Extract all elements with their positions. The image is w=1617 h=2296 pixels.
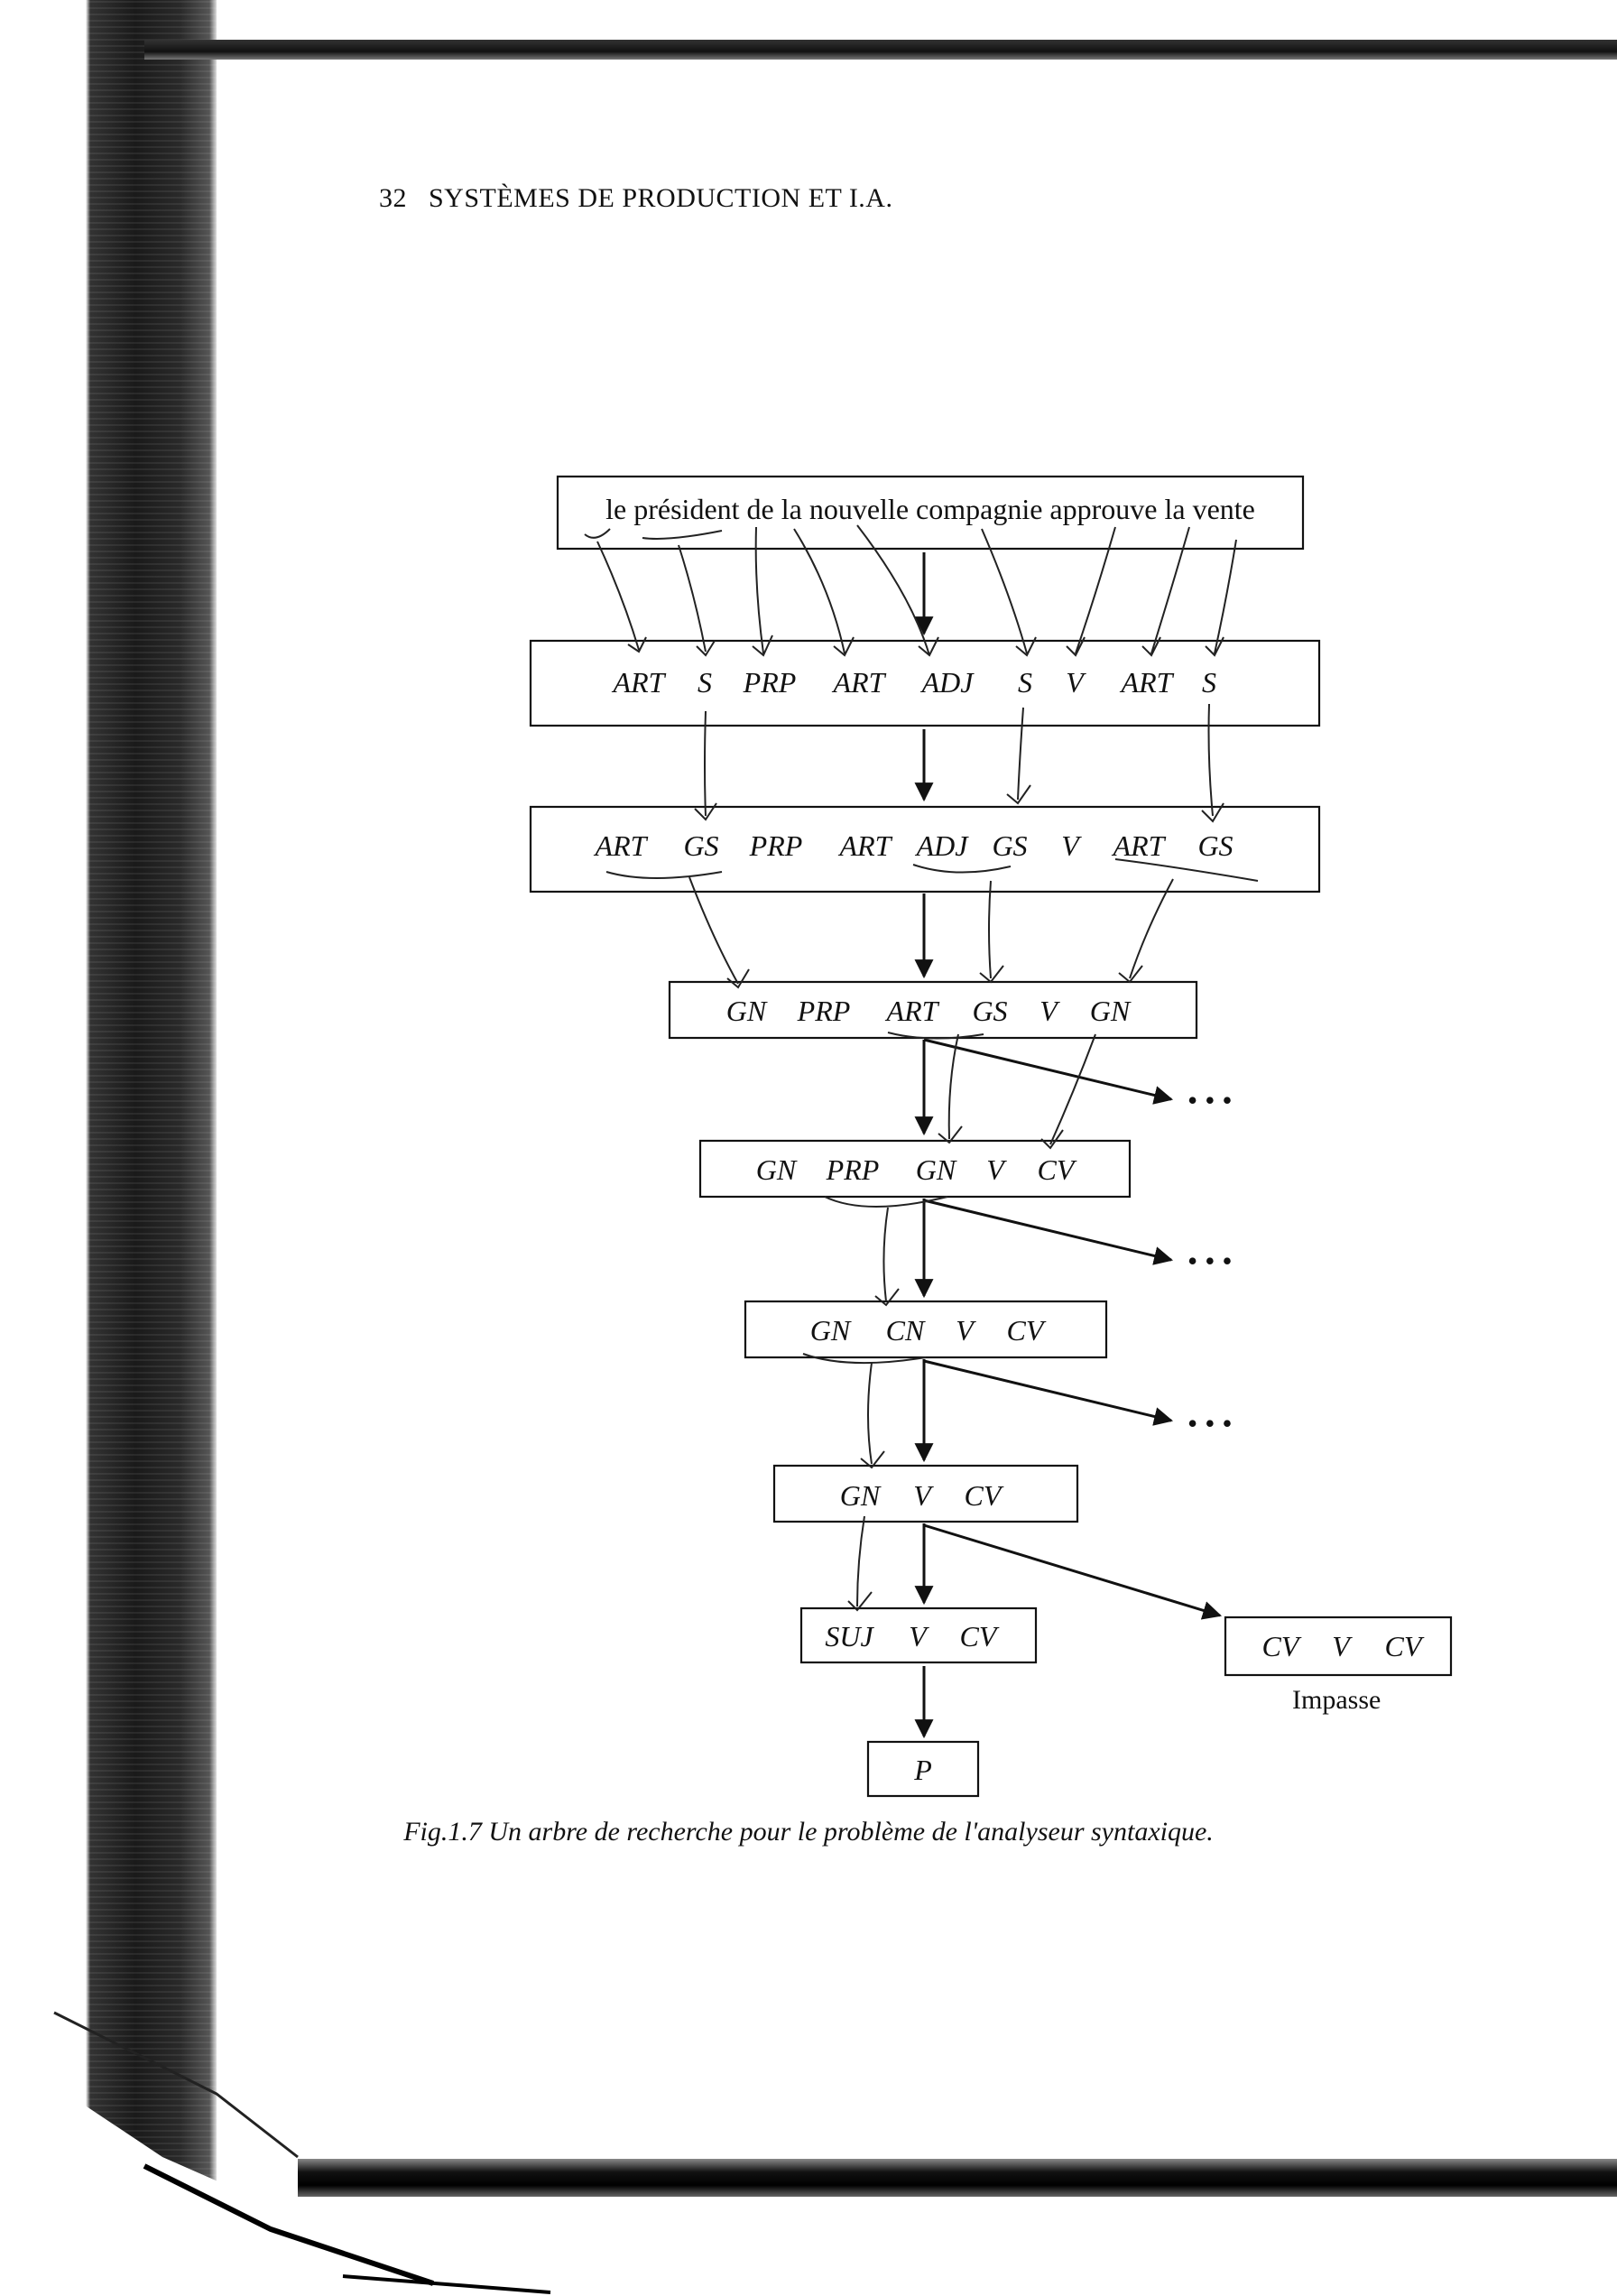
node-label: PRP [749, 829, 803, 862]
node-label: ART [1120, 666, 1175, 699]
node-label: S [1018, 666, 1032, 699]
node-level-7: SUJ V CV [799, 1606, 1038, 1664]
chapter-title: SYSTÈMES DE PRODUCTION ET I.A. [429, 183, 893, 213]
node-level-2: ART GS PRP ART ADJ GS V ART GS [529, 805, 1321, 893]
impasse-node: CV V CV [1224, 1616, 1453, 1677]
node-level-4: GN PRP GN V CV [698, 1139, 1132, 1199]
node-label: SUJ [825, 1620, 874, 1653]
node-label: ADJ [920, 666, 975, 699]
node-label: CN [886, 1314, 926, 1347]
figure-caption: Fig.1.7 Un arbre de recherche pour le pr… [403, 1817, 1214, 1847]
scan-bottom-edge [298, 2159, 1617, 2197]
node-level-6: GN V CV [772, 1464, 1079, 1523]
node-label: GN [810, 1314, 852, 1347]
node-label: V [909, 1620, 929, 1653]
main-arrows [914, 552, 1223, 1739]
node-label: ART [838, 829, 893, 862]
arrow-impasse [923, 1523, 1223, 1620]
sentence-node: le président de la nouvelle compagnie ap… [556, 475, 1305, 551]
node-label: PRP [743, 666, 797, 699]
node-label: CV [965, 1479, 1004, 1512]
running-head: 32 SYSTÈMES DE PRODUCTION ET I.A. [379, 183, 892, 214]
node-label: CV [960, 1620, 1000, 1653]
node-label: PRP [797, 995, 851, 1027]
node-label: GS [992, 829, 1027, 862]
node-label: S [1202, 666, 1216, 699]
node-label: GN [1090, 995, 1132, 1027]
node-label: GS [972, 995, 1007, 1027]
arrow-branch [923, 1038, 1174, 1105]
node-label: GS [1197, 829, 1233, 862]
arrow-branch [923, 1199, 1174, 1265]
node-level-5: GN CN V CV [744, 1300, 1108, 1359]
node-label: PRP [826, 1153, 880, 1186]
ellipsis: • • • [1187, 1245, 1233, 1277]
node-label: V [986, 1153, 1007, 1186]
node-label: GN [726, 995, 768, 1027]
node-label: GN [840, 1479, 882, 1512]
node-label: ADJ [915, 829, 970, 862]
impasse-label: Impasse [1292, 1685, 1381, 1715]
node-label: ART [594, 829, 649, 862]
node-label: GS [683, 829, 718, 862]
node-label: V [1066, 666, 1086, 699]
node-label: V [913, 1479, 934, 1512]
node-label: CV [1262, 1630, 1302, 1662]
page-number: 32 [379, 183, 407, 213]
ellipsis: • • • [1187, 1084, 1233, 1116]
node-label: ART [832, 666, 887, 699]
node-label: CV [1038, 1153, 1077, 1186]
scan-top-edge [144, 40, 1617, 60]
node-label: S [698, 666, 712, 699]
node-label: ART [612, 666, 667, 699]
node-level-3: GN PRP ART GS V GN [668, 980, 1198, 1040]
handwritten-annotations [584, 524, 1259, 1612]
sentence-text: le président de la nouvelle compagnie ap… [605, 493, 1255, 525]
arrow-branch [923, 1359, 1174, 1426]
node-label: P [913, 1754, 932, 1786]
scan-dark-margin [0, 0, 217, 2296]
node-label: V [1061, 829, 1082, 862]
node-label: CV [1007, 1314, 1047, 1347]
node-label: GN [756, 1153, 798, 1186]
goal-node: P [866, 1740, 980, 1798]
node-label: ART [1112, 829, 1167, 862]
node-label: GN [916, 1153, 957, 1186]
ellipsis: • • • [1187, 1407, 1233, 1440]
scan-page-corner [0, 2011, 559, 2296]
node-label: V [956, 1314, 976, 1347]
node-label: V [1332, 1630, 1353, 1662]
node-level-1: ART S PRP ART ADJ S V ART S [529, 639, 1321, 727]
node-label: V [1040, 995, 1060, 1027]
node-label: ART [885, 995, 940, 1027]
node-label: CV [1385, 1630, 1425, 1662]
